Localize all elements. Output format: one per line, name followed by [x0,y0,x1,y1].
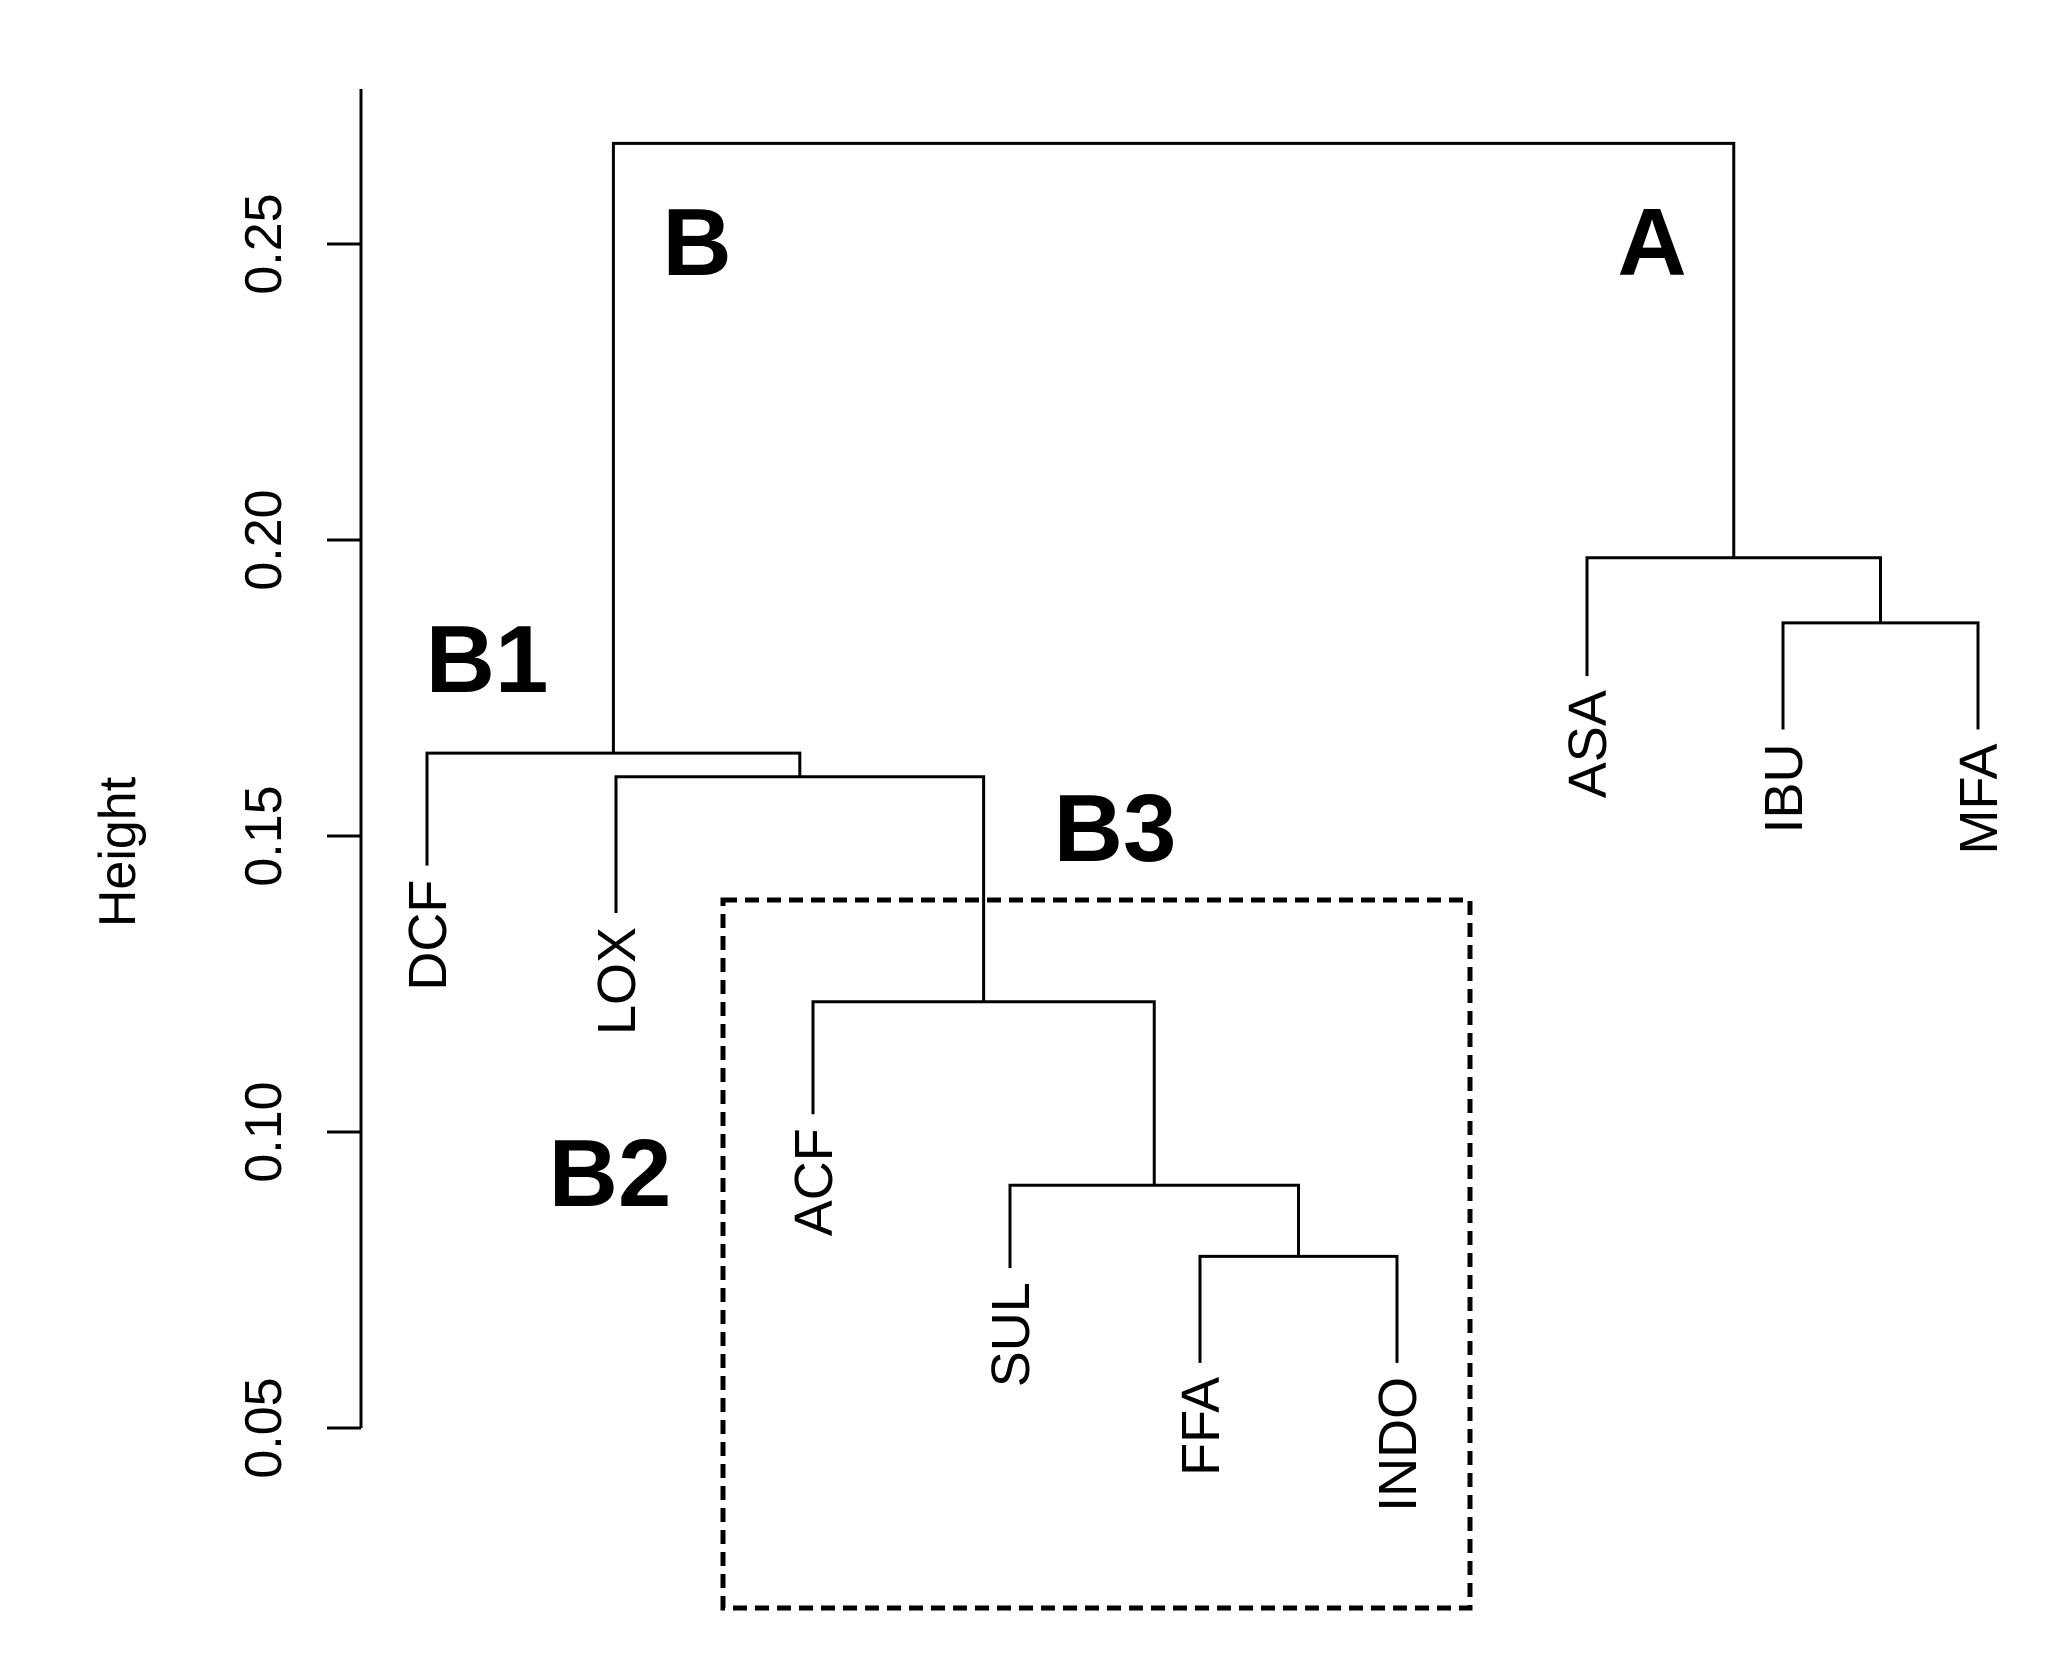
y-axis: 0.05 0.10 0.15 0.20 0.25 [235,89,363,1479]
leaf-label-asa: ASA [1558,690,1618,798]
leaf-label-indo: INDO [1368,1377,1428,1512]
branch-ffa-indo [1198,1254,1399,1363]
leaf-label-acf: ACF [784,1128,844,1236]
cluster-label-b: B [662,189,731,296]
y-tick-label: 0.05 [235,1377,293,1478]
leaf-label-ffa: FFA [1171,1377,1231,1476]
branch-ibu-mfa [1781,621,1980,730]
y-tick-label: 0.25 [235,193,293,294]
branch-lox [614,775,986,1002]
cluster-label-b2: B2 [549,1120,672,1227]
leaf-labels: DCF LOX ACF SUL FFA INDO ASA IBU MFA [398,690,2009,1512]
cluster-label-a: A [1617,189,1686,296]
y-tick-label: 0.20 [235,489,293,590]
leaf-label-dcf: DCF [398,880,458,991]
leaf-label-ibu: IBU [1754,743,1814,833]
cluster-label-b3: B3 [1054,775,1177,882]
branch-acf [811,1000,1156,1186]
b3-highlight-box [720,897,1473,1611]
leaf-label-mfa: MFA [1949,743,2009,854]
branch-dcf [425,751,802,866]
branch-root [611,141,1736,754]
cluster-label-b1: B1 [426,606,549,713]
dendrogram-branches [425,141,1980,1363]
y-axis-title: Height [89,776,147,927]
y-tick-label: 0.10 [235,1081,293,1182]
y-tick-label: 0.15 [235,785,293,886]
leaf-label-lox: LOX [587,927,647,1035]
branch-asa [1585,556,1882,677]
leaf-label-sul: SUL [981,1282,1041,1387]
